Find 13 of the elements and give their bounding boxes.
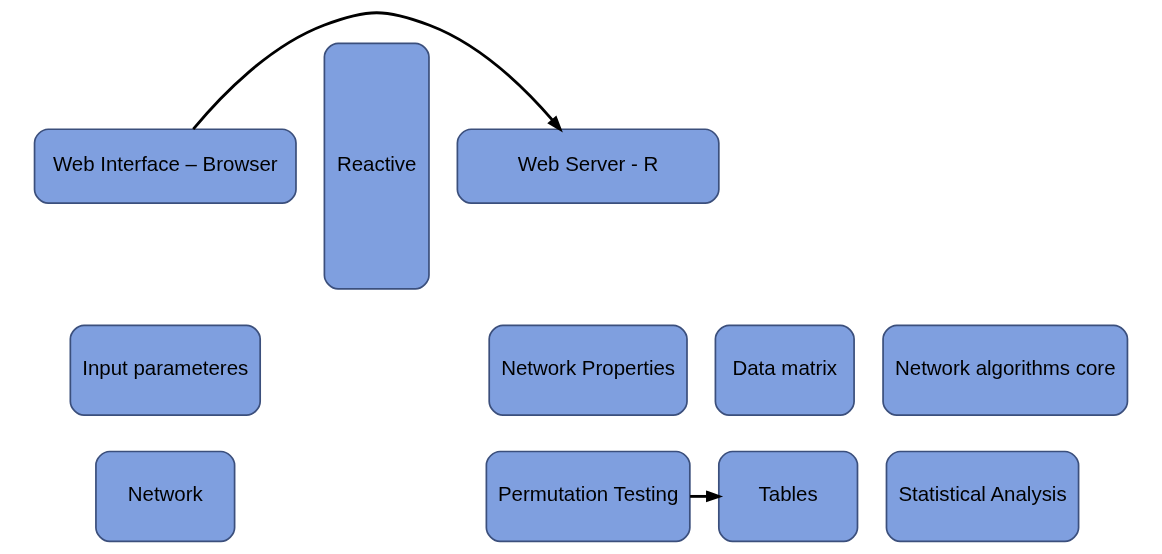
node-box: Permutation Testing [485,450,691,543]
node-box: Data matrix [714,324,855,416]
node-box: Web Server - R [456,128,720,204]
node-box: Input parameteres [69,324,262,416]
arrow [690,490,724,503]
node-box: Network Properties [488,324,688,416]
arrow [192,11,563,133]
node-box: Reactive [323,42,430,290]
node-box: Network algorithms core [882,324,1129,416]
node-box: Web Interface – Browser [33,128,297,204]
node-box: Statistical Analysis [885,450,1080,543]
node-box: Tables [717,450,859,543]
node-box: Network [95,450,236,543]
